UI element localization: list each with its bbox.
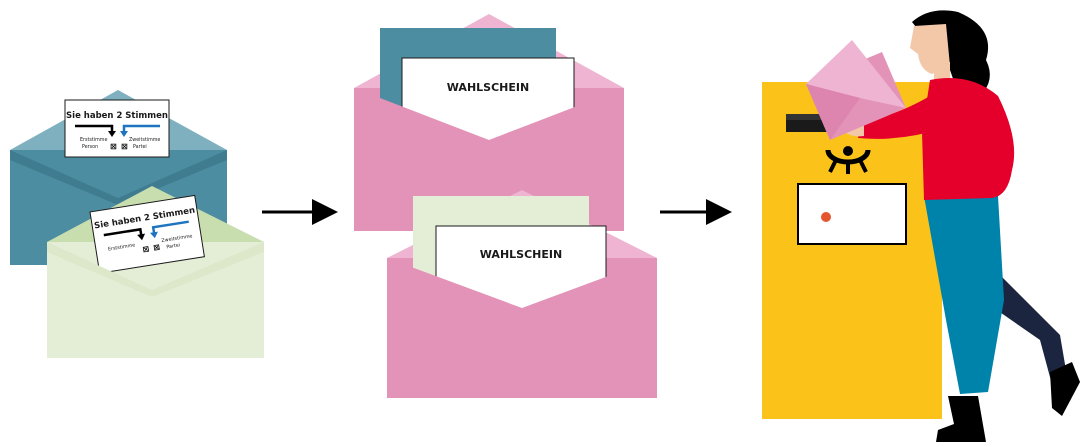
- certificate-label: WAHLSCHEIN: [480, 248, 562, 261]
- mailbox: [762, 82, 942, 419]
- person-pants: [924, 196, 1004, 394]
- post-horn-logo: [825, 146, 871, 174]
- person-arm: [858, 96, 944, 139]
- ballot-title: Sie haben 2 Stimmen: [66, 111, 168, 121]
- cross-mark-icon: ⊠: [110, 142, 117, 151]
- step-3-mailbox: [762, 82, 942, 419]
- certificate-label: WAHLSCHEIN: [447, 81, 529, 94]
- second-vote-sub: Partei: [133, 144, 147, 150]
- second-vote-sub: Partei: [166, 242, 181, 250]
- person-face: [910, 24, 950, 74]
- person-jacket: [922, 78, 1015, 200]
- arrow-right-icon: [262, 199, 338, 225]
- ballot-paper-2: Sie haben 2 Stimmen Erststimme Zweitstim…: [89, 194, 205, 274]
- step-2-certificate-envelopes: WAHLSCHEIN WAHLSCHEIN: [354, 14, 657, 398]
- lightgreen-envelope-front: [47, 242, 264, 297]
- person-posting-letter: [806, 10, 1080, 442]
- first-vote-sub: Person: [82, 144, 98, 150]
- shoe-front: [936, 396, 986, 442]
- cross-mark-icon: ⊠: [153, 242, 161, 252]
- first-vote-label: Erststimme: [80, 137, 107, 143]
- arrow-right-icon: [660, 199, 732, 225]
- second-vote-label: Zweitstimme: [129, 137, 160, 143]
- cross-mark-icon: ⊠: [121, 142, 128, 151]
- ballot-paper-1: Sie haben 2 Stimmen Erststimme Person Zw…: [64, 99, 170, 158]
- first-vote-label: Erststimme: [108, 242, 136, 252]
- teal-envelope-front: [10, 150, 227, 205]
- mailbox-panel: [797, 183, 907, 245]
- step-1-ballot-envelopes: Sie haben 2 Stimmen Erststimme Person Zw…: [10, 90, 264, 358]
- letter-envelope: [806, 40, 906, 140]
- cross-mark-icon: ⊠: [142, 244, 150, 254]
- mailbox-dot: [821, 212, 831, 222]
- pink-envelope-lower: WAHLSCHEIN: [387, 190, 657, 398]
- shoe-back: [1050, 362, 1080, 416]
- second-vote-label: Zweitstimme: [161, 233, 193, 244]
